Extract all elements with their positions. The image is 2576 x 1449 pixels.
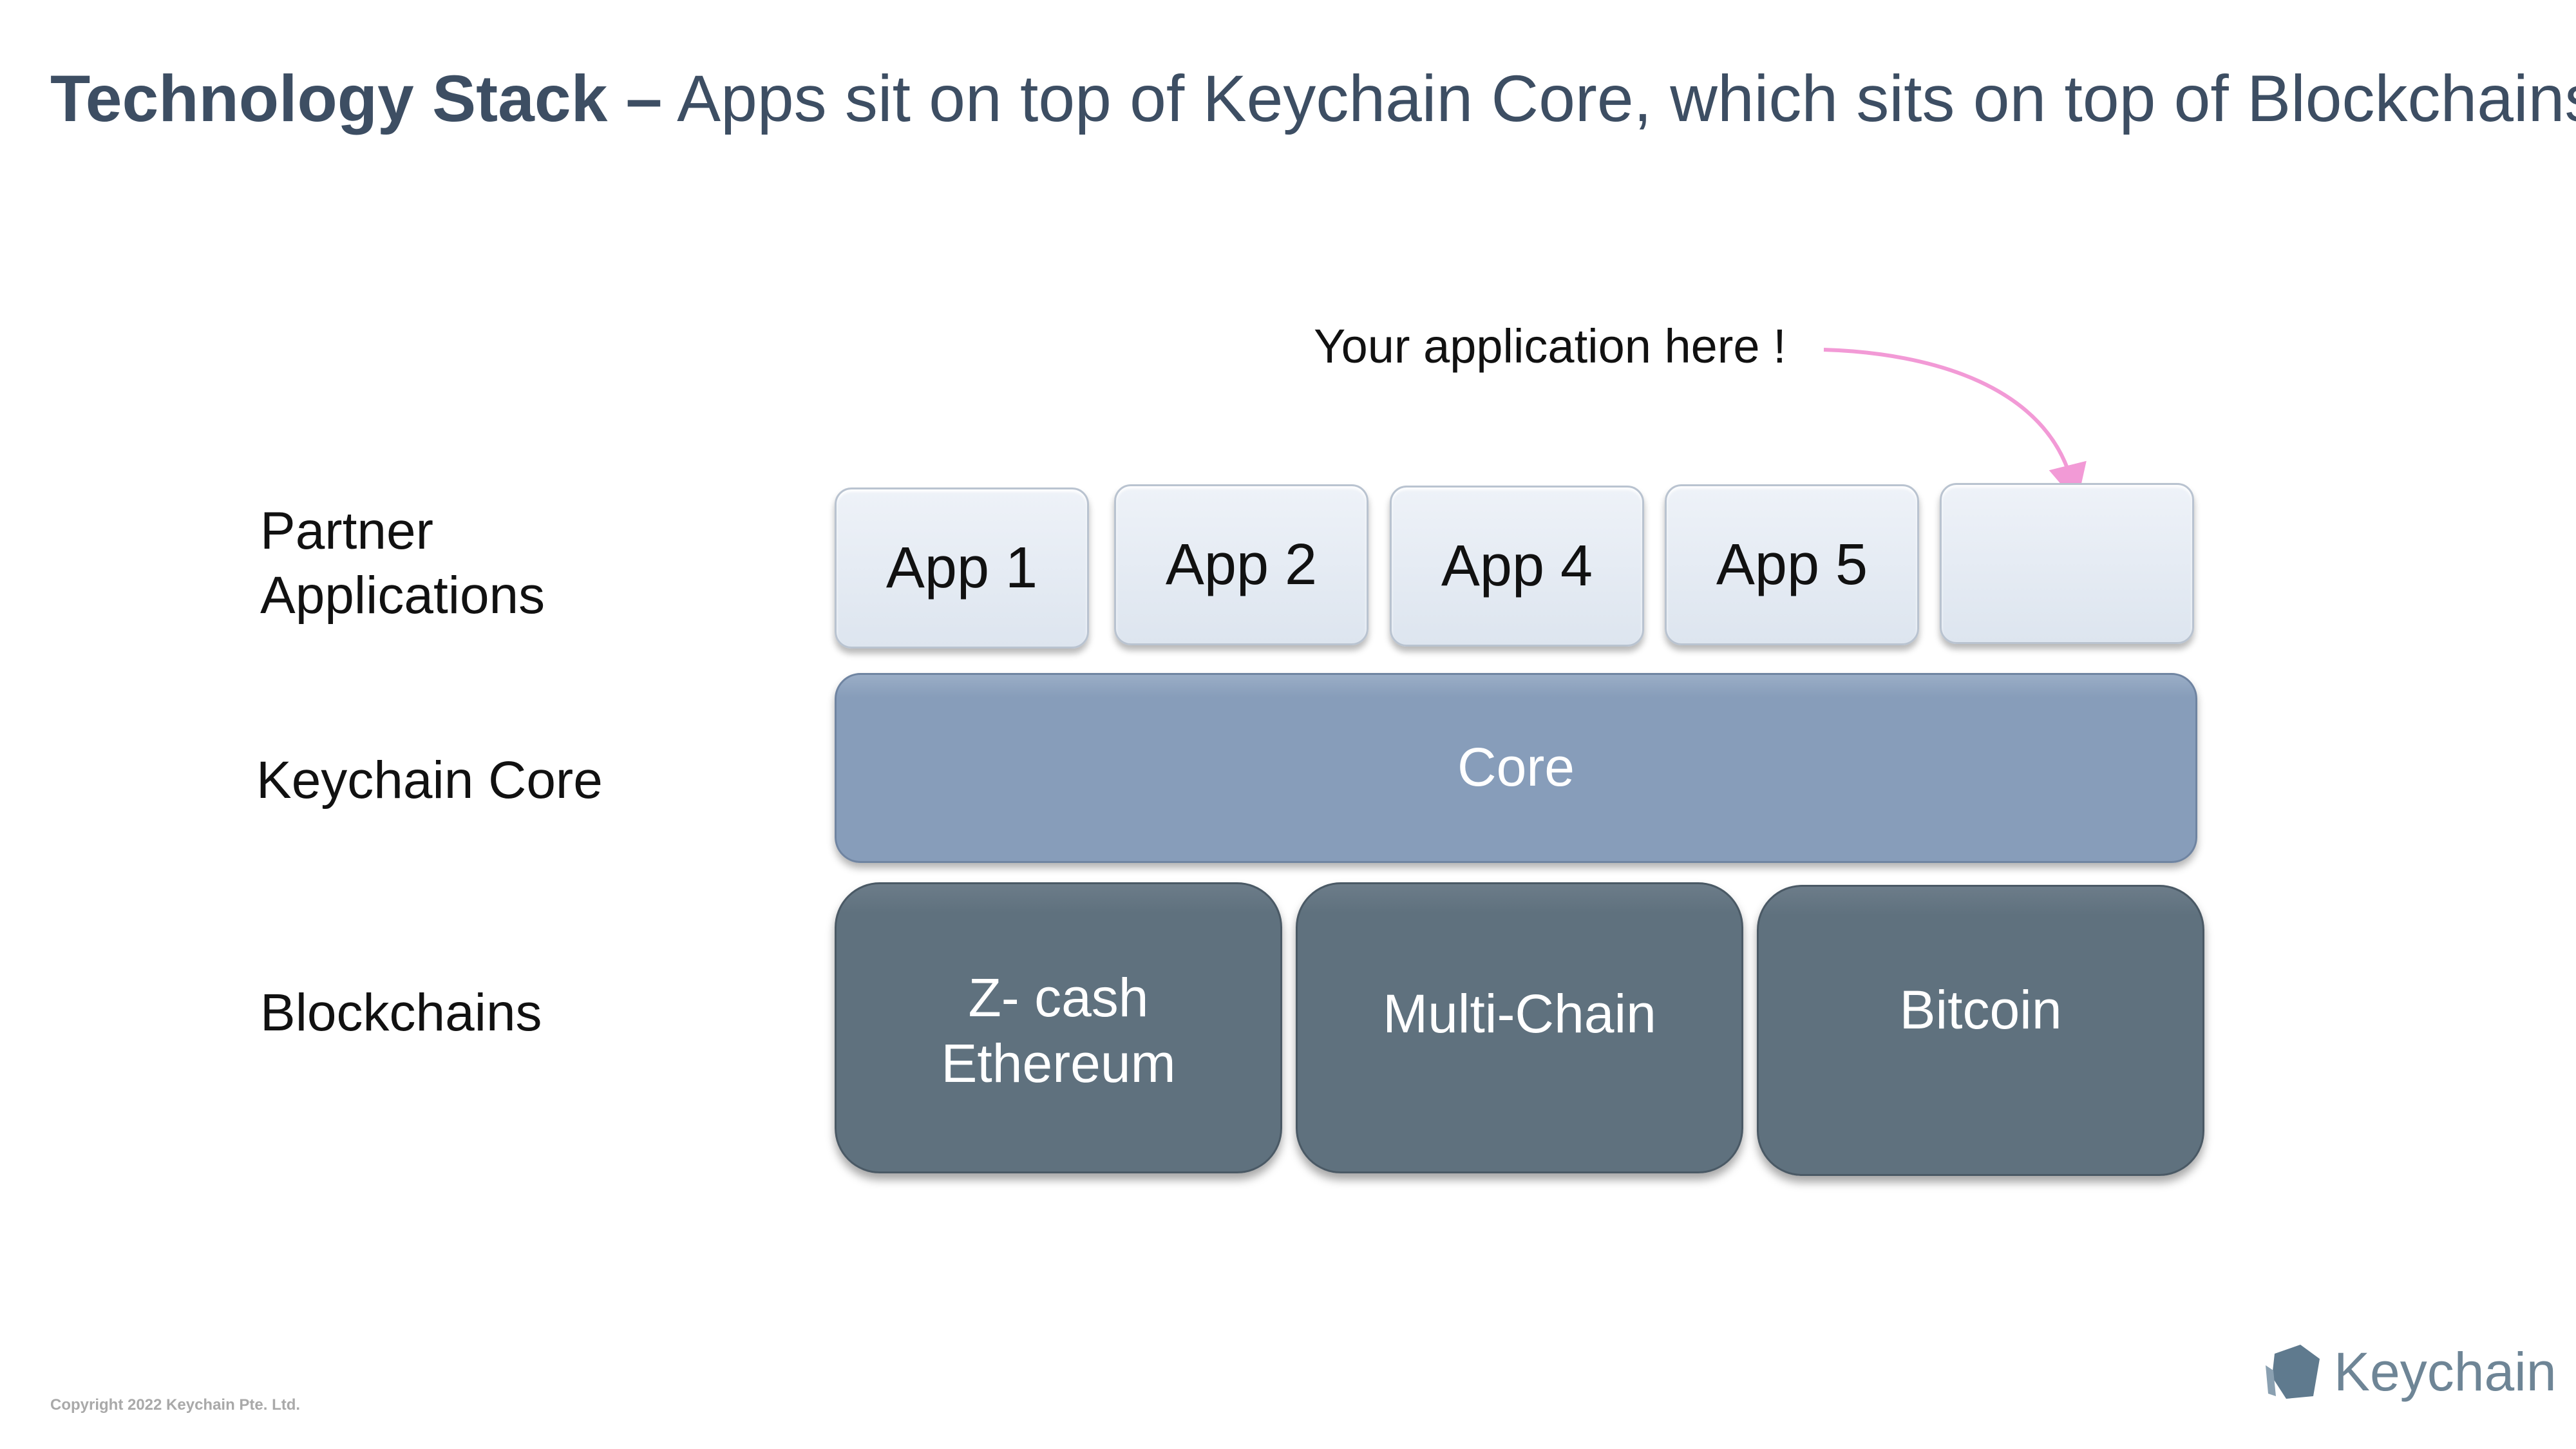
app-box-placeholder [1940,483,2194,644]
chain-box-zcash-ethereum: Z- cash Ethereum [835,882,1282,1173]
copyright-text: Copyright 2022 Keychain Pte. Ltd. [50,1396,301,1414]
title-bold: Technology Stack – [50,62,663,135]
keychain-logo: Keychain [2260,1340,2557,1404]
title-rest: Apps sit on top of Keychain Core, which … [662,62,2576,135]
app-box-2: App 2 [1114,484,1368,645]
core-label: Core [1457,737,1575,797]
multichain-label: Multi-Chain [1383,983,1656,1044]
chain-box-bitcoin: Bitcoin [1757,885,2204,1176]
ethereum-label: Ethereum [941,1033,1176,1094]
app-box-5: App 5 [1665,484,1919,645]
partner-applications-label: Partner Applications [260,499,545,628]
core-box: Core [835,673,2197,863]
callout-text: Your application here ! [1314,319,1786,373]
bitcoin-label: Bitcoin [1899,980,2062,1040]
app-box-1: App 1 [835,488,1089,649]
blockchains-label: Blockchains [260,983,542,1042]
chain-box-multichain: Multi-Chain [1296,882,1743,1173]
partner-label-line1: Partner [260,502,433,560]
partner-label-line2: Applications [260,566,545,625]
app-box-4: App 4 [1390,486,1644,647]
arrow-curve [1823,348,2087,504]
slide-title: Technology Stack – Apps sit on top of Ke… [50,61,2576,137]
zcash-label: Z- cash [968,967,1149,1028]
keychain-core-label: Keychain Core [256,751,603,810]
keychain-logo-text: Keychain [2334,1341,2557,1402]
keychain-logo-icon [2266,1345,2320,1399]
